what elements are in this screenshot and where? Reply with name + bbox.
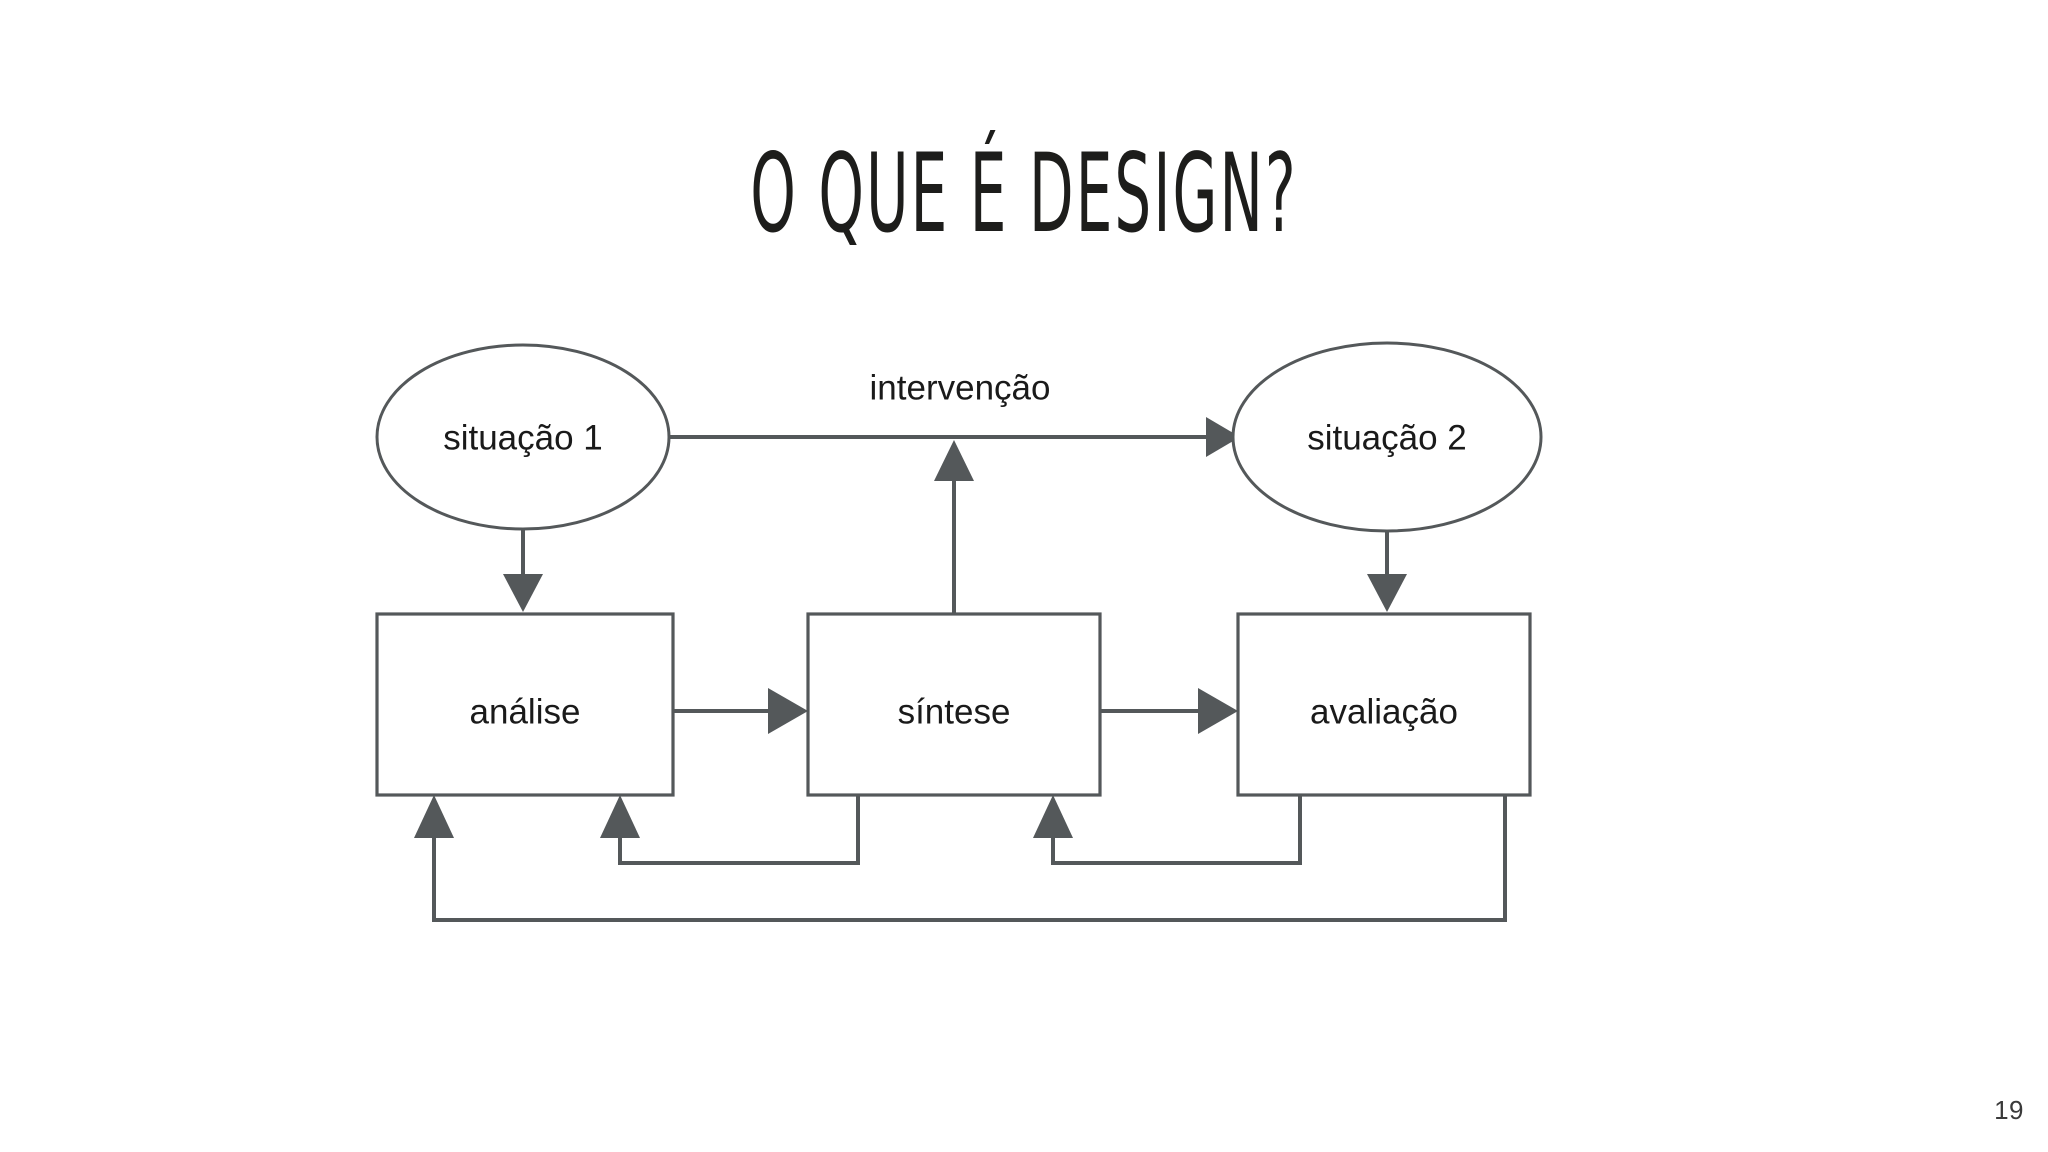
arrow-head-icon bbox=[934, 440, 974, 481]
arrow-head-icon bbox=[503, 574, 543, 612]
node-situacao-1[interactable]: situação 1 bbox=[375, 343, 671, 531]
edge-situacao1-to-analise bbox=[503, 520, 543, 612]
arrow-head-icon bbox=[1367, 574, 1407, 612]
arrow-head-icon bbox=[1198, 688, 1238, 734]
arrow-head-icon bbox=[768, 688, 808, 734]
avaliacao-box bbox=[1236, 612, 1532, 797]
analise-box bbox=[375, 612, 675, 797]
edge-analise-to-sintese bbox=[673, 688, 808, 734]
arrow-head-icon bbox=[1033, 795, 1073, 838]
arrow-head-icon bbox=[414, 795, 454, 838]
sintese-box bbox=[806, 612, 1102, 797]
page-title: O que é design? bbox=[750, 130, 1298, 257]
avaliacao-label: avaliação bbox=[1310, 692, 1458, 731]
edge-situacao1-to-situacao2 bbox=[668, 417, 1240, 457]
edge-sintese-to-avaliacao bbox=[1100, 688, 1238, 734]
node-avaliacao[interactable]: avaliação bbox=[1236, 612, 1532, 797]
edge-sintese-to-intervencao bbox=[934, 440, 974, 614]
arrow-head-icon bbox=[1206, 417, 1240, 457]
node-sintese[interactable]: síntese bbox=[806, 612, 1102, 797]
sintese-label: síntese bbox=[898, 692, 1011, 731]
edge-situacao2-to-avaliacao bbox=[1367, 523, 1407, 612]
edge-avaliacao-feedback-to-sintese bbox=[1033, 795, 1302, 865]
analise-label: análise bbox=[470, 692, 581, 731]
edge-label-intervencao: intervenção bbox=[870, 368, 1051, 407]
edge-sintese-feedback-to-analise bbox=[600, 795, 860, 865]
arrow-head-icon bbox=[600, 795, 640, 838]
situacao-2-label: situação 2 bbox=[1307, 418, 1467, 457]
page-number: 19 bbox=[1994, 1095, 2024, 1125]
node-analise[interactable]: análise bbox=[375, 612, 675, 797]
situacao-2-ellipse bbox=[1231, 341, 1543, 533]
node-situacao-2[interactable]: situação 2 bbox=[1231, 341, 1543, 533]
edge-avaliacao-feedback-to-analise bbox=[414, 795, 1507, 922]
situacao-1-ellipse bbox=[375, 343, 671, 531]
situacao-1-label: situação 1 bbox=[443, 418, 603, 457]
